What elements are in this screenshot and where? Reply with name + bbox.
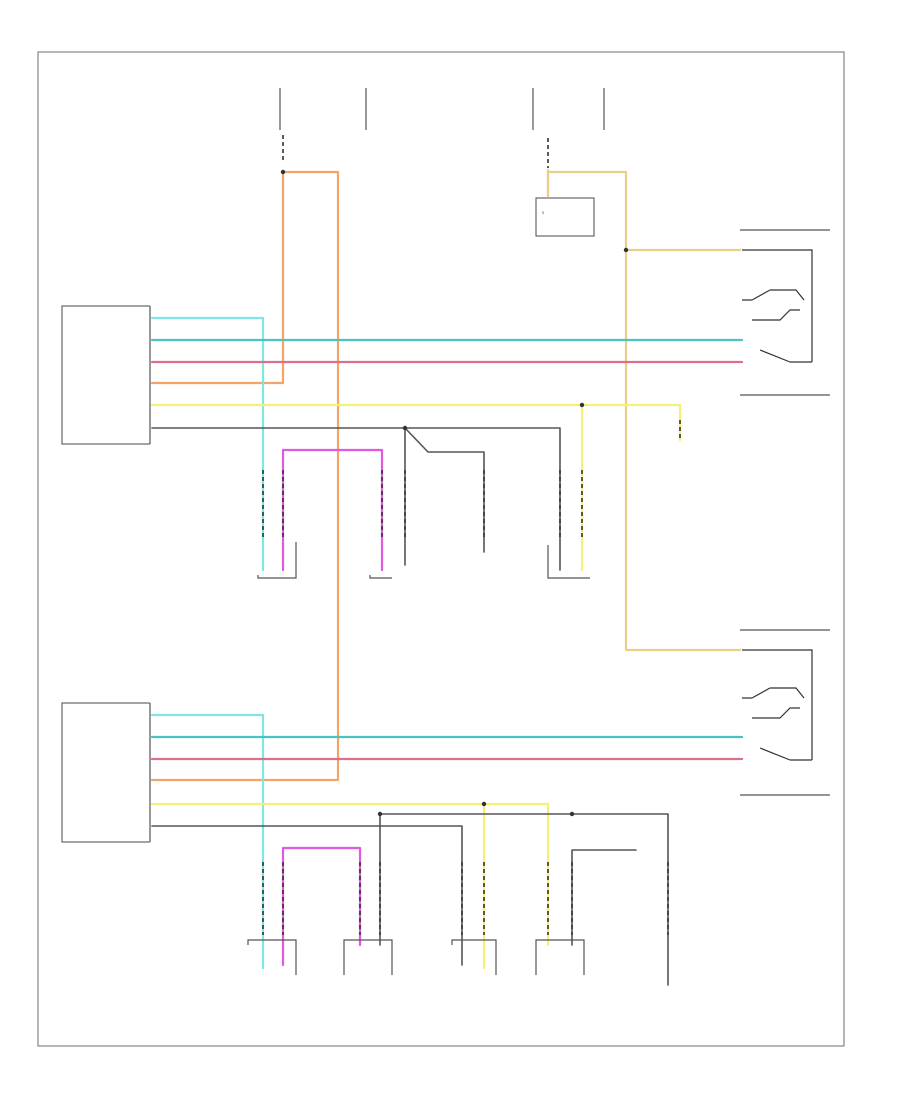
- right-seat-switch: [740, 629, 830, 796]
- wire-yellow-left: [150, 403, 682, 442]
- wire-tan-main: [546, 170, 742, 652]
- fuse-relay-box: [535, 197, 595, 237]
- wire-yellow-right-2: [482, 802, 550, 947]
- left-seat-module: [61, 305, 151, 445]
- svg-text:s: s: [542, 210, 544, 215]
- wire-dark-left-3: [404, 427, 485, 553]
- wire-yellow-right: [150, 802, 486, 970]
- diagram-frame: [37, 51, 845, 1047]
- left-bottom-components: [257, 542, 590, 579]
- wire-dark-right-3: [379, 813, 669, 986]
- wire-magenta-right: [281, 846, 362, 967]
- wire-dark-right-4: [571, 849, 637, 946]
- connector-dashes: [262, 420, 681, 935]
- wire-light-blue-right: [150, 713, 265, 970]
- top-left-fuse-block: [279, 88, 367, 162]
- left-seat-switch: [740, 229, 830, 396]
- wire-light-blue-left: [150, 316, 265, 572]
- right-seat-module: [61, 702, 151, 843]
- wire-orange-left-feed: [150, 170, 285, 385]
- top-right-fuse-block: s: [532, 88, 605, 237]
- splice-dots: [280, 169, 629, 817]
- wire-orange-right-feed: [150, 170, 340, 782]
- wire-dark-right: [151, 825, 463, 966]
- right-bottom-components: [247, 939, 585, 975]
- wire-magenta-left: [281, 448, 384, 572]
